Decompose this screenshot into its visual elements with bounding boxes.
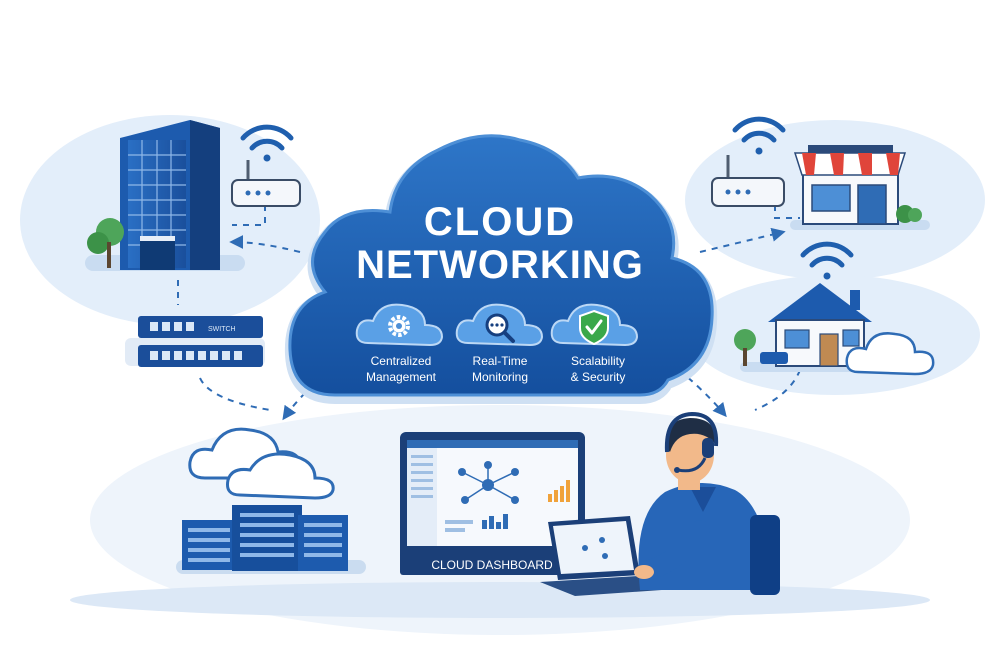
- headset-icon: [664, 411, 719, 473]
- office-building: [85, 120, 245, 271]
- shop-building: [790, 145, 930, 230]
- connector-to-datacenter: [282, 359, 341, 421]
- operator-person: [634, 411, 780, 595]
- feature-centralized-management: Centralized Management: [355, 303, 444, 384]
- router-left: [231, 160, 301, 207]
- small-clouds-left: [188, 427, 335, 500]
- feature-real-time-monitoring: Real-Time Monitoring: [455, 303, 544, 384]
- feature-2-line1: Real-Time: [473, 354, 528, 368]
- connector-to-office: [229, 235, 301, 253]
- feature-scalability-security: Scalability & Security: [550, 303, 639, 384]
- switch-label: SWITCH: [208, 326, 236, 333]
- house: [734, 283, 875, 372]
- dashboard-label: CLOUD DASHBOARD: [431, 558, 553, 572]
- dashboard-bar-chart: [548, 480, 570, 502]
- dashboard-monitor: CLOUD DASHBOARD: [400, 432, 585, 575]
- feature-3-line2: & Security: [571, 370, 626, 384]
- magnifier-icon: [485, 313, 515, 343]
- connector-home-operator: [754, 369, 801, 411]
- dashed-connectors: [177, 205, 801, 421]
- wifi-icon-left: [240, 124, 294, 162]
- router-right: [711, 155, 785, 207]
- feature-3-line1: Scalability: [571, 354, 625, 368]
- gear-icon: [388, 315, 410, 337]
- connector-switch-datacenter: [199, 377, 271, 411]
- network-switch: SWITCH: [125, 316, 265, 367]
- small-cloud-right: [845, 332, 935, 376]
- wifi-icon-shop: [732, 116, 786, 155]
- cloud-title-line2: NETWORKING: [356, 243, 644, 287]
- feature-1-line1: Centralized: [371, 354, 432, 368]
- cloud-title-line1: CLOUD: [424, 200, 576, 244]
- shop-awning: [793, 152, 907, 176]
- feature-2-line2: Monitoring: [472, 370, 528, 384]
- shield-check-icon: [579, 309, 609, 346]
- connector-router-shop: [774, 205, 800, 219]
- server-racks: [176, 505, 366, 574]
- connector-router-office: [232, 205, 266, 226]
- wifi-icon-house: [800, 241, 854, 280]
- feature-1-line2: Management: [366, 370, 437, 384]
